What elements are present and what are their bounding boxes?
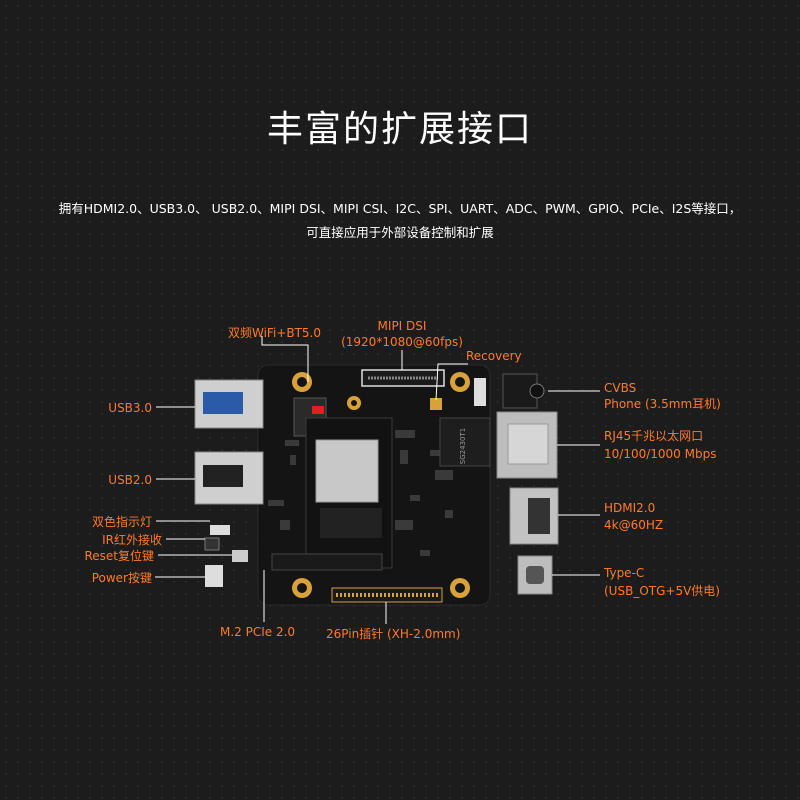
label-cvbs: CVBS (604, 381, 637, 395)
mounting-holes (292, 372, 470, 598)
recovery-button-part (430, 398, 442, 410)
led-part (210, 525, 230, 535)
recovery-switch-part (474, 378, 486, 406)
label-typec: Type-C (604, 566, 645, 580)
label-26pin: 26Pin插针 (XH-2.0mm) (326, 627, 461, 641)
label-typec-spec: (USB_OTG+5V供电) (604, 584, 720, 598)
label-ir: IR红外接收 (102, 533, 162, 547)
label-cvbs-phone: Phone (3.5mm耳机) (604, 397, 721, 411)
label-reset: Reset复位键 (84, 549, 154, 563)
label-mipi-dsi: MIPI DSI (377, 319, 427, 333)
label-rj45: RJ45千兆以太网口 (604, 429, 704, 443)
label-led: 双色指示灯 (91, 515, 152, 529)
label-wifi: 双频WiFi+BT5.0 (228, 326, 322, 340)
page-title: 丰富的扩展接口 (266, 109, 533, 150)
label-m2: M.2 PCIe 2.0 (220, 625, 296, 639)
ethernet-chip (439, 417, 491, 467)
power-part (205, 565, 223, 587)
label-rj45-speed: 10/100/1000 Mbps (604, 447, 717, 461)
soc-shield (315, 439, 379, 503)
label-usb2: USB2.0 (108, 473, 152, 487)
label-hdmi-spec: 4k@60HZ (604, 518, 664, 532)
ir-part (204, 537, 220, 551)
description-line-1: 拥有HDMI2.0、USB3.0、 USB2.0、MIPI DSI、MIPI C… (58, 201, 742, 216)
pin-header (331, 587, 443, 603)
chip-marking: SG2430T1 (459, 428, 467, 464)
leader-lines (155, 336, 600, 624)
pcb-components (268, 430, 453, 556)
label-power: Power按键 (91, 571, 152, 585)
label-recovery: Recovery (466, 349, 522, 363)
reset-part (232, 550, 248, 562)
label-mipi-dsi-spec: (1920*1080@60fps) (341, 335, 463, 349)
m2-slot (271, 553, 383, 571)
description-line-2: 可直接应用于外部设备控制和扩展 (306, 225, 494, 240)
label-usb3: USB3.0 (108, 401, 152, 415)
label-hdmi: HDMI2.0 (604, 501, 656, 515)
